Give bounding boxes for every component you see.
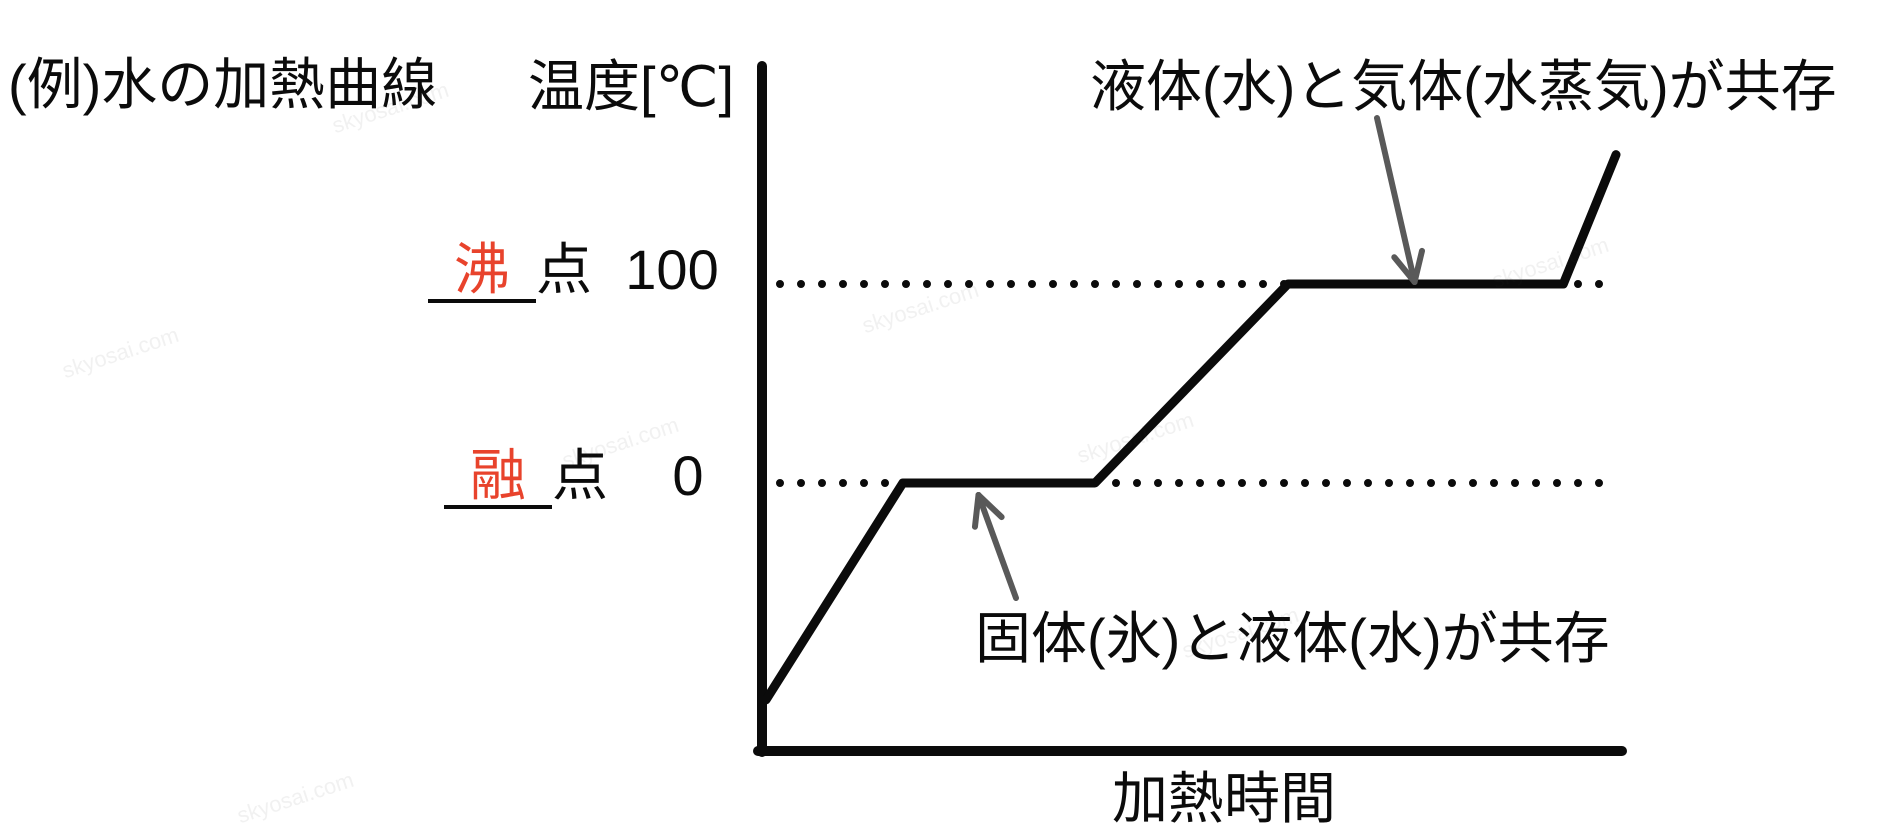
annotation-liquid-gas-coexist: 液体(水)と気体(水蒸気)が共存 (1090, 55, 1837, 118)
boiling-suffix: 点 (536, 238, 592, 301)
boiling-kanji-answer: 沸 (454, 238, 510, 301)
x-axis-label: 加熱時間 (1112, 767, 1336, 829)
boiling-blank-underline: 沸 (428, 238, 536, 304)
arrow-to-boiling-plateau-head-1 (1391, 254, 1418, 285)
y-axis-label: 温度[℃] (528, 55, 735, 118)
arrow-to-boiling-plateau-head-0 (1411, 247, 1425, 285)
arrow-to-melting-plateau-head-1 (975, 492, 1005, 521)
melting-blank-underline: 融 (444, 444, 552, 510)
annotation-solid-liquid-coexist: 固体(氷)と液体(水)が共存 (975, 607, 1610, 670)
arrow-to-melting-plateau-head-0 (971, 492, 982, 530)
arrow-to-melting-plateau-shaft (975, 492, 1019, 601)
chart-title: (例)水の加熱曲線 (8, 53, 438, 116)
melting-kanji-answer: 融 (470, 444, 526, 507)
melting-tick-value: 0 (672, 444, 704, 507)
heating-curve-line (761, 150, 1621, 705)
melting-suffix: 点 (552, 444, 608, 507)
boiling-point-tick: 沸点 100 (428, 238, 752, 304)
arrow-to-boiling-plateau-shaft (1374, 115, 1418, 285)
melting-point-tick: 融点 0 (444, 444, 768, 510)
boiling-tick-value: 100 (625, 238, 719, 301)
